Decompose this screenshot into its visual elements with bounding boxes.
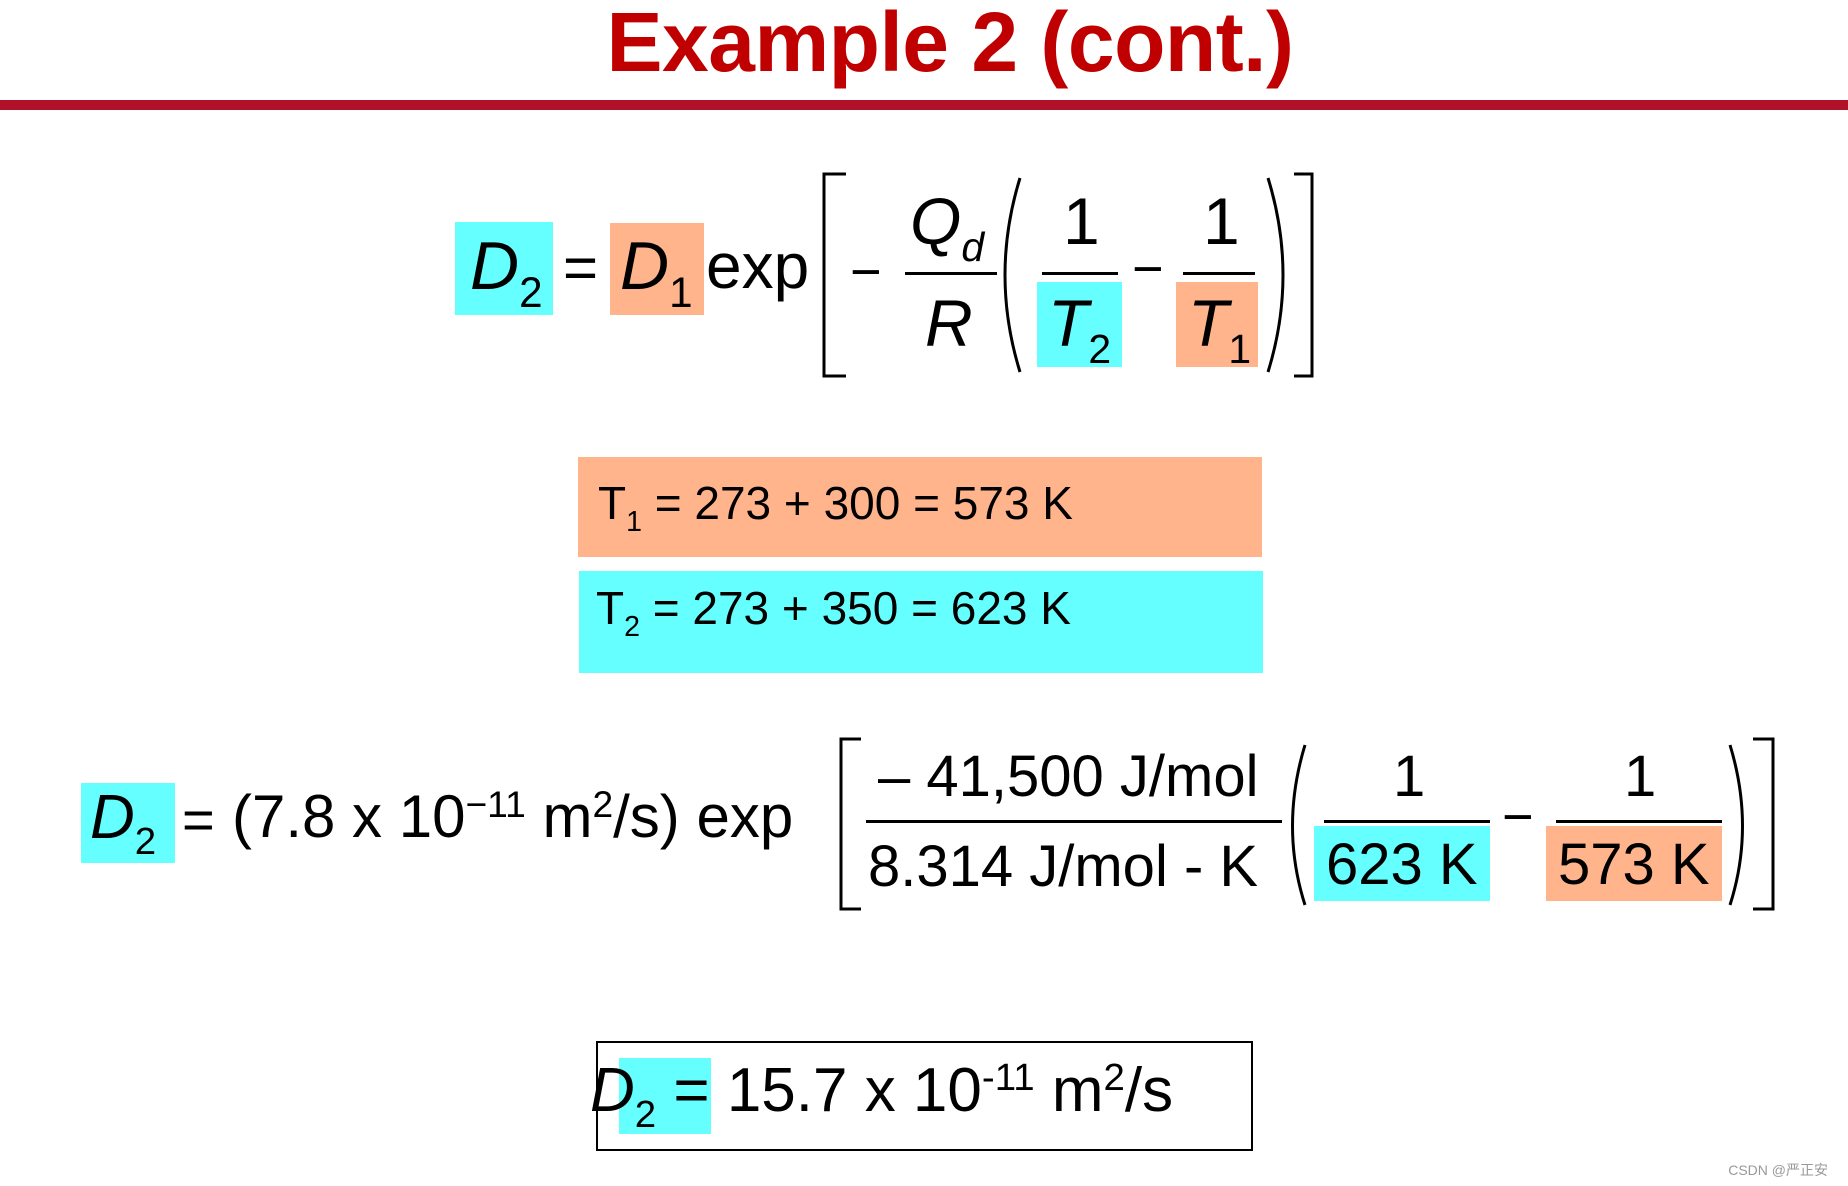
t1-equation: T1 = 273 + 300 = 573 K bbox=[598, 477, 1073, 538]
fraction-line-573 bbox=[1556, 820, 1722, 823]
t2-box bbox=[579, 571, 1263, 673]
t2-equation: T2 = 273 + 350 = 623 K bbox=[596, 582, 1071, 643]
d2-symbol-eq2: D2 bbox=[90, 783, 157, 864]
prefactor: (7.8 x 10−11 m2/s) exp bbox=[232, 782, 794, 850]
page-title: Example 2 (cont.) bbox=[606, 0, 1294, 89]
t1-symbol: T1 bbox=[1188, 286, 1252, 373]
result-d2-highlight bbox=[619, 1058, 711, 1134]
fraction-line-t2 bbox=[1042, 272, 1118, 275]
result-box bbox=[596, 1041, 1253, 1151]
minus-sign-inner: − bbox=[1132, 239, 1164, 299]
equals-sign: = bbox=[563, 234, 599, 301]
d2-symbol: D2 bbox=[470, 228, 543, 316]
equation-1: D2 = D1 exp − Qd R 1 T2 − 1 T1 bbox=[0, 0, 1848, 400]
t2-highlight bbox=[1037, 282, 1122, 367]
title-rule bbox=[0, 100, 1848, 110]
bracket-square bbox=[822, 172, 1314, 378]
fraction-line-t1 bbox=[1183, 272, 1255, 275]
r-symbol: R bbox=[925, 286, 973, 360]
t2-symbol: T2 bbox=[1048, 286, 1112, 373]
temp-623-highlight bbox=[1314, 826, 1490, 901]
fraction-line-qd bbox=[905, 272, 997, 275]
bracket-square-eq2 bbox=[839, 737, 1775, 911]
fraction-line-623 bbox=[1324, 820, 1490, 823]
temp-623: 623 K bbox=[1326, 832, 1478, 897]
one-numerator-a: 1 bbox=[1063, 184, 1100, 258]
fraction-line-energy bbox=[866, 820, 1282, 823]
one-numerator-eq2-a: 1 bbox=[1393, 744, 1426, 809]
temp-573: 573 K bbox=[1558, 832, 1710, 897]
exp-function: exp bbox=[706, 230, 810, 302]
equals-sign-eq2: = bbox=[182, 788, 215, 851]
temp-573-highlight bbox=[1546, 826, 1722, 901]
result-equation: D2 = 15.7 x 10-11 m2/s bbox=[590, 1055, 1174, 1137]
minus-sign: − bbox=[850, 242, 882, 302]
gas-constant: 8.314 J/mol - K bbox=[868, 834, 1259, 899]
one-numerator-b: 1 bbox=[1203, 184, 1240, 258]
t1-box bbox=[578, 457, 1262, 557]
one-numerator-eq2-b: 1 bbox=[1624, 744, 1657, 809]
d1-highlight bbox=[610, 223, 704, 315]
t1-highlight bbox=[1176, 282, 1258, 367]
d2-highlight bbox=[455, 222, 553, 315]
d2-highlight-eq2 bbox=[81, 783, 175, 863]
watermark: CSDN @严正安 bbox=[1728, 1162, 1828, 1178]
qd-symbol: Qd bbox=[910, 184, 985, 271]
minus-sign-eq2: − bbox=[1502, 787, 1534, 847]
activation-energy: – 41,500 J/mol bbox=[878, 744, 1259, 809]
d1-symbol: D1 bbox=[620, 228, 693, 316]
